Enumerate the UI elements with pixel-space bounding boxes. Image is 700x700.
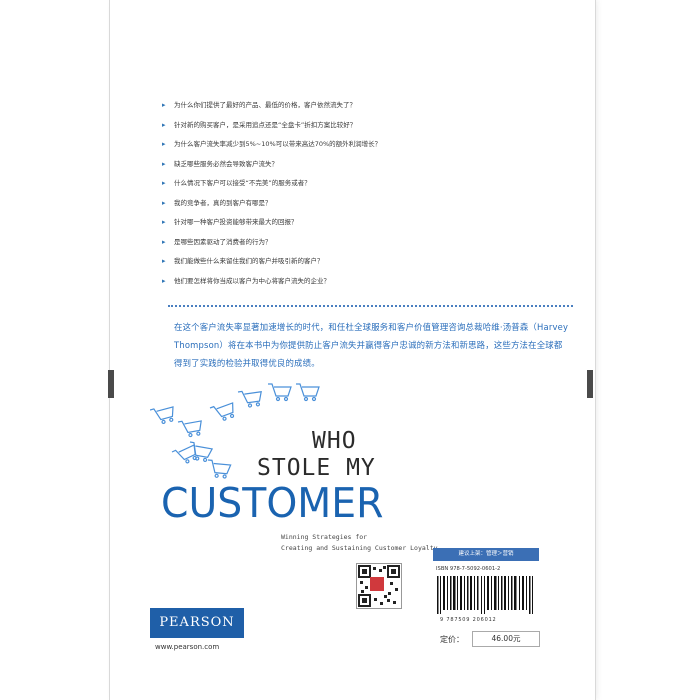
cart-icon: [150, 406, 174, 425]
shelf-category: 建议上架：管理＞营销: [433, 548, 539, 561]
summary-paragraph: 在这个客户流失率显著加速增长的时代，和任杜全球服务和客户价值管理咨询总裁哈维·汤…: [174, 322, 569, 368]
qr-logo-icon: [370, 577, 384, 591]
question-list: ▸为什么你们提供了最好的产品、最低的价格，客户依然流失了？ ▸针对新的购买客户，…: [162, 96, 462, 291]
publisher-logo: PEARSON: [150, 608, 244, 638]
publisher-website: www.pearson.com: [155, 643, 220, 651]
bullet-icon: ▸: [162, 120, 166, 129]
bullet-icon: ▸: [162, 198, 166, 207]
title-stole-my: STOLE MY: [257, 455, 376, 481]
question-item: ▸为什么你们提供了最好的产品、最低的价格，客户依然流失了？: [162, 96, 462, 116]
cart-icon: [189, 441, 214, 462]
barcode-icon: [437, 576, 533, 614]
cart-icon: [177, 420, 202, 438]
cart-icon: [296, 383, 320, 402]
bullet-icon: ▸: [162, 101, 166, 109]
question-item: ▸什么情况下客户可以接受“不完美”的服务或者？: [162, 174, 462, 194]
qr-pattern-icon: [358, 565, 400, 607]
question-item: ▸我们能做些什么来留住我们的客户并吸引新的客户？: [162, 252, 462, 272]
question-item: ▸缺乏哪些服务必然会导致客户流失？: [162, 155, 462, 175]
bullet-icon: ▸: [162, 218, 166, 226]
question-item: ▸针对新的购买客户，是采用追点还是“全盘卡”折扣方案比较好？: [162, 116, 462, 136]
isbn-text: ISBN 978-7-5092-0601-2: [436, 566, 501, 572]
cart-icon: [268, 383, 292, 402]
question-item: ▸他们要怎样将你当成以客户为中心将客户流失的企业？: [162, 272, 462, 292]
spine-mark-right: [587, 370, 593, 398]
question-item: ▸我的竞争者，真的到客户有哪是？: [162, 194, 462, 214]
bullet-icon: ▸: [162, 179, 166, 187]
shopping-carts-illustration: [150, 383, 320, 479]
price-label: 定价：: [440, 635, 464, 644]
question-item: ▸针对哪一种客户投资能够带来最大的回报？: [162, 213, 462, 233]
subtitle: Winning Strategies for Creating and Sust…: [281, 532, 438, 554]
cart-icon: [237, 390, 262, 408]
bullet-icon: ▸: [162, 159, 166, 168]
cart-icon: [171, 444, 197, 464]
bullet-icon: ▸: [162, 140, 166, 148]
subtitle-line: Creating and Sustaining Customer Loyalty: [281, 544, 438, 552]
dotted-divider: [168, 305, 573, 307]
bullet-icon: ▸: [162, 276, 166, 285]
price-value: 46.00元: [472, 631, 540, 647]
title-who: WHO: [312, 428, 357, 454]
title-customer: CUSTOMER: [161, 479, 384, 527]
bullet-icon: ▸: [162, 237, 166, 246]
cart-icon: [207, 459, 232, 479]
spine-mark-left: [108, 370, 114, 398]
bullet-icon: ▸: [162, 257, 166, 265]
question-item: ▸为什么客户流失率减少到5%~10%可以带来高达70%的额外利润增长？: [162, 135, 462, 155]
cart-icon: [209, 402, 235, 421]
subtitle-line: Winning Strategies for: [281, 533, 368, 541]
barcode-digits: 9 787509 206012: [440, 617, 497, 623]
question-item: ▸是哪些因素驱动了消费者的行为？: [162, 233, 462, 253]
